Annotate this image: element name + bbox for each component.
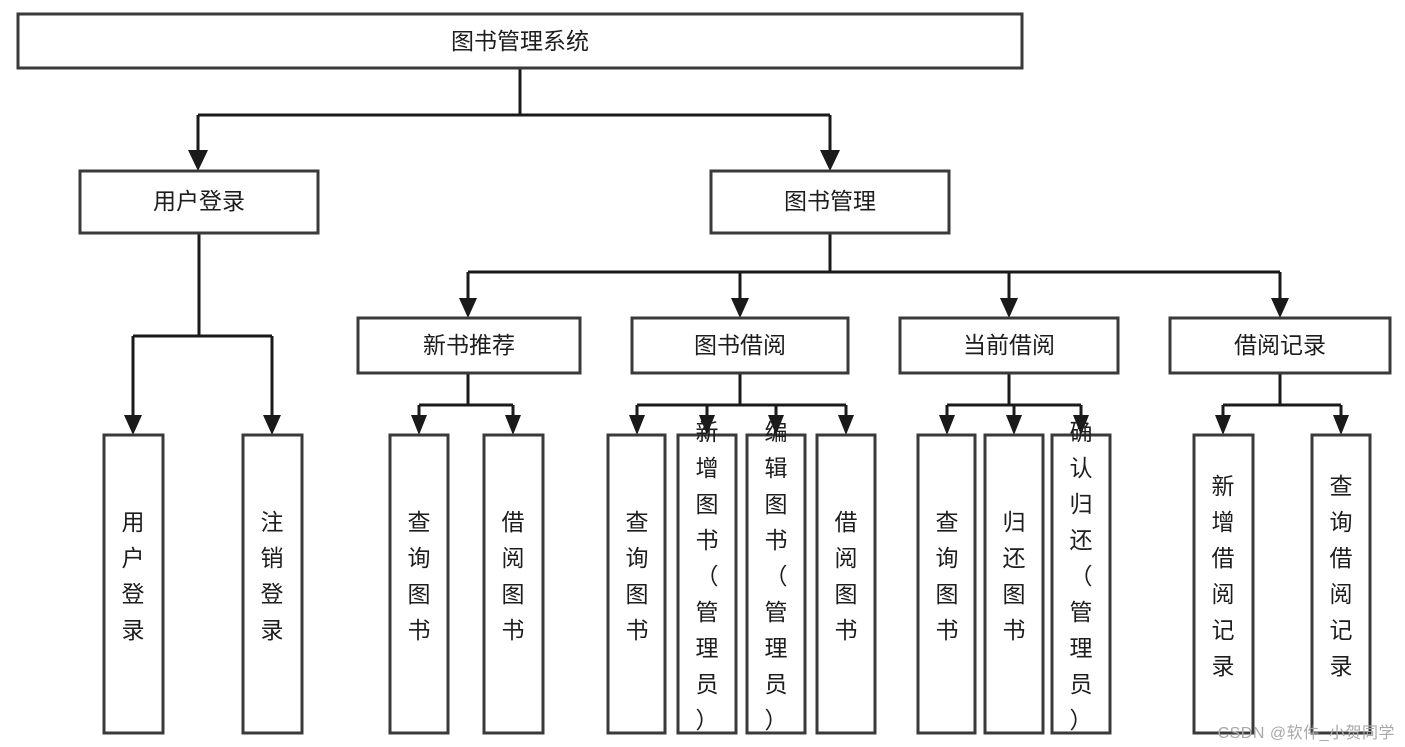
node-leaf-logout-label: 注销登录 [261,509,284,643]
arrow-head-leaf-user-login [124,415,142,435]
node-leaf-borrow-book-1-label: 借阅图书 [502,509,525,643]
arrow-head-user-login [188,150,208,171]
node-user-login[interactable]: 用户登录 [78,169,320,235]
node-leaf-query-book-3-label: 查询图书 [936,509,959,643]
arrow-head-leaf-add-record [1215,415,1231,435]
node-current-borrow-label: 当前借阅 [963,332,1055,358]
node-leaf-query-book-3[interactable]: 查询图书 [916,433,977,735]
node-new-book-rec-label: 新书推荐 [423,332,515,358]
node-root-box[interactable] [16,12,1024,70]
arrow-head-leaf-add-book [699,415,715,435]
node-user-login-box[interactable] [78,169,320,235]
node-leaf-borrow-book-2-box[interactable] [815,433,877,735]
arrow-head-leaf-return-book [1006,415,1022,435]
node-leaf-query-record[interactable]: 查询借阅记录 [1310,433,1372,735]
node-leaf-user-login-box[interactable] [102,433,165,735]
node-user-login-label: 用户登录 [153,188,245,214]
node-leaf-borrow-book-2-label: 借阅图书 [835,509,858,643]
arrow-head-book-borrow [731,298,749,318]
node-leaf-borrow-book-2[interactable]: 借阅图书 [815,433,877,735]
arrow-head-leaf-borrow-book-1 [505,415,521,435]
arrow-head-leaf-query-book-3 [939,415,955,435]
node-leaf-logout[interactable]: 注销登录 [241,433,304,735]
node-leaf-query-record-box[interactable] [1310,433,1372,735]
node-leaf-user-login[interactable]: 用户登录 [102,433,165,735]
node-borrow-record-box[interactable] [1168,316,1392,375]
arrow-head-leaf-query-record [1333,415,1349,435]
node-leaf-edit-book-label: 编辑图书（管理员） [765,419,788,733]
node-leaf-return-book-label: 归还图书 [1003,509,1026,643]
node-leaf-confirm-return[interactable]: 确认归还（管理员） [1050,419,1112,735]
node-leaf-return-book[interactable]: 归还图书 [983,433,1045,735]
arrow-head-leaf-edit-book [768,415,784,435]
node-leaf-user-login-label: 用户登录 [122,509,145,643]
node-root[interactable]: 图书管理系统 [16,12,1024,70]
node-book-borrow[interactable]: 图书借阅 [630,316,850,375]
node-leaf-add-record-box[interactable] [1192,433,1255,735]
node-borrow-record-label: 借阅记录 [1234,332,1326,358]
node-leaf-return-book-box[interactable] [983,433,1045,735]
node-leaf-confirm-return-label: 确认归还（管理员） [1070,419,1093,733]
arrow-head-new-book-rec [459,298,477,318]
node-book-manage-box[interactable] [709,169,951,235]
node-leaf-add-book[interactable]: 新增图书（管理员） [676,419,738,735]
node-leaf-query-book-3-box[interactable] [916,433,977,735]
node-new-book-rec[interactable]: 新书推荐 [356,316,582,375]
arrow-head-book-manage [820,150,840,171]
node-leaf-edit-book[interactable]: 编辑图书（管理员） [745,419,807,735]
node-book-manage[interactable]: 图书管理 [709,169,951,235]
arrow-head-leaf-confirm-return [1073,415,1089,435]
node-leaf-query-book-2-label: 查询图书 [626,509,649,643]
node-root-label: 图书管理系统 [451,28,589,54]
node-leaf-borrow-book-1-box[interactable] [482,433,545,735]
node-current-borrow-box[interactable] [898,316,1120,375]
node-leaf-query-book-1-box[interactable] [388,433,450,735]
arrow-head-borrow-record [1271,298,1289,318]
arrow-head-leaf-query-book-2 [629,415,645,435]
node-leaf-add-book-label: 新增图书（管理员） [696,419,719,733]
arrow-head-leaf-query-book-1 [411,415,427,435]
node-new-book-rec-box[interactable] [356,316,582,375]
node-leaf-borrow-book-1[interactable]: 借阅图书 [482,433,545,735]
arrow-head-leaf-logout [263,415,281,435]
node-leaf-edit-book-box[interactable] [745,433,807,735]
node-leaf-query-record-label: 查询借阅记录 [1330,473,1353,679]
node-leaf-query-book-2-box[interactable] [606,433,667,735]
arrow-head-leaf-borrow-book-2 [838,415,854,435]
node-leaf-add-book-box[interactable] [676,433,738,735]
node-leaf-confirm-return-box[interactable] [1050,433,1112,735]
node-leaf-query-book-2[interactable]: 查询图书 [606,433,667,735]
node-current-borrow[interactable]: 当前借阅 [898,316,1120,375]
node-leaf-query-book-1-label: 查询图书 [408,509,431,643]
node-book-manage-label: 图书管理 [784,188,876,214]
node-leaf-add-record-label: 新增借阅记录 [1212,473,1235,679]
node-leaf-logout-box[interactable] [241,433,304,735]
node-leaf-add-record[interactable]: 新增借阅记录 [1192,433,1255,735]
node-borrow-record[interactable]: 借阅记录 [1168,316,1392,375]
node-book-borrow-box[interactable] [630,316,850,375]
node-leaf-query-book-1[interactable]: 查询图书 [388,433,450,735]
node-book-borrow-label: 图书借阅 [694,332,786,358]
connector-layer [124,68,1349,435]
arrow-head-current-borrow [1000,298,1018,318]
